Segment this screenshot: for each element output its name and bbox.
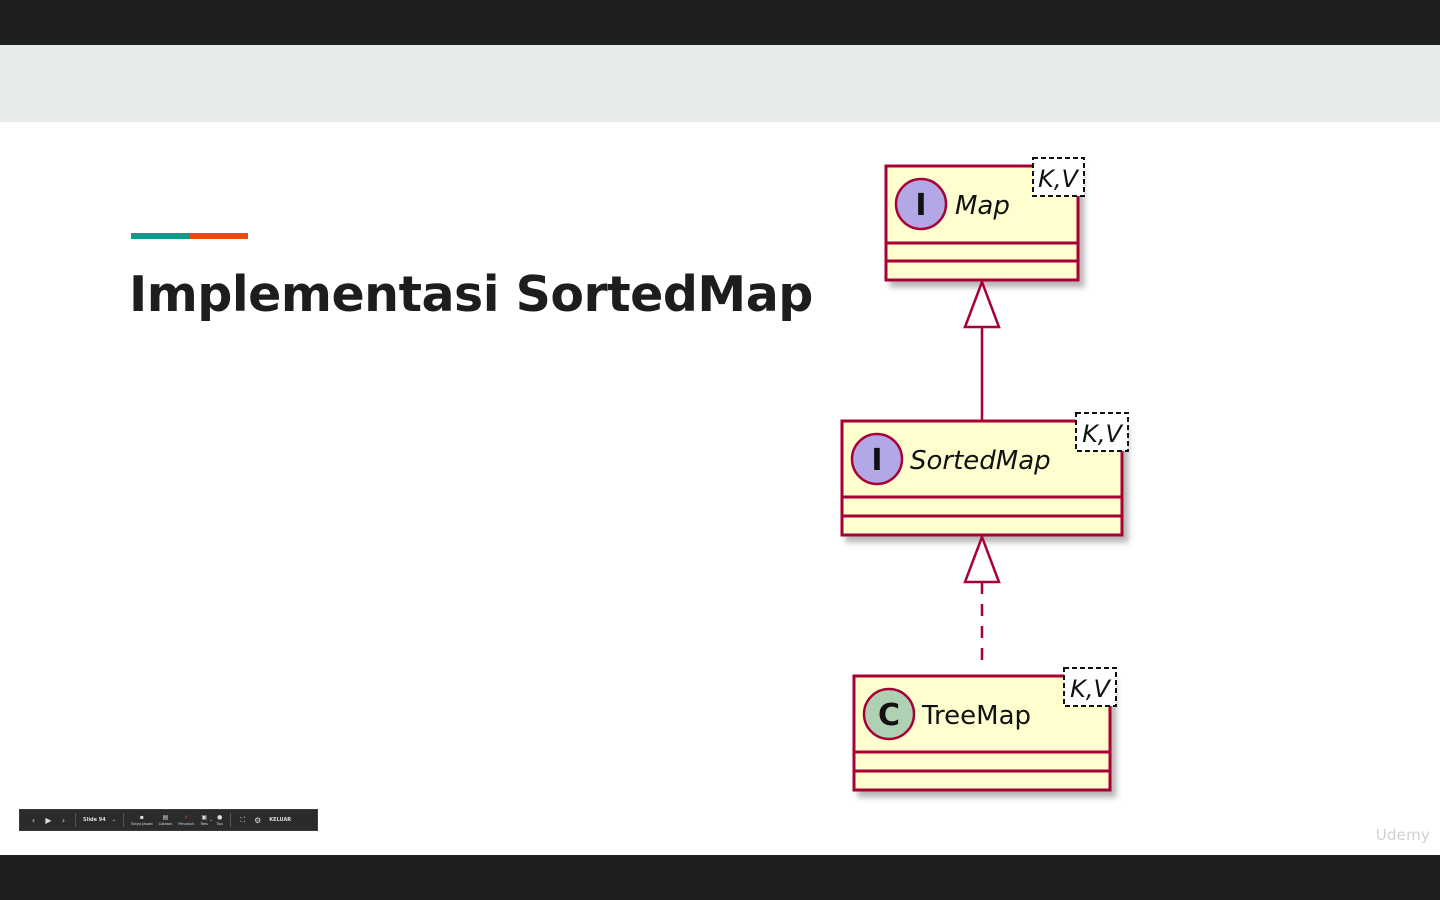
uml-extends-arrow [963,278,1001,421]
map-class-name: Map [955,191,1010,221]
info-icon: ● [217,813,223,821]
play-icon[interactable]: ▶ [45,815,52,825]
laser-pointer-icon: ⚡ [184,813,189,821]
captions-icon: ▣ [201,813,208,821]
uml-class-treemap: C TreeMap K,V [852,667,1117,792]
treemap-generic-params: K,V [1070,675,1111,703]
fullscreen-icon[interactable]: ⛶ [240,815,246,824]
chevron-down-icon: ⌄ [111,817,116,823]
uml-class-map: I Map K,V [884,157,1085,282]
interface-stereotype-icon [894,177,948,231]
slide-title: Implementasi SortedMap [129,266,813,323]
chat-icon: ▪ [139,813,144,821]
slide-body [0,122,1440,855]
divider [122,813,124,827]
slide-selector[interactable]: Slide 94 ⌄ [80,817,119,823]
divider [230,813,232,827]
map-stereotype-letter: I [915,188,926,223]
slide-number-label: Slide 94 [83,817,106,823]
exit-button[interactable]: KELUAR [269,817,292,823]
tips-label: Tips [216,821,224,826]
chevron-left-icon[interactable]: ‹ [31,815,36,825]
interface-stereotype-icon [850,432,904,486]
treemap-stereotype-letter: C [878,698,900,733]
qa-button[interactable]: ▪ Tanya Jawab [128,811,156,829]
map-generic-params: K,V [1038,165,1079,193]
treemap-class-name: TreeMap [921,701,1031,731]
notes-button[interactable]: ▤ Catatan [156,811,176,829]
sortedmap-stereotype-letter: I [871,443,882,478]
qa-label: Tanya Jawab [130,821,153,826]
sortedmap-generic-params: K,V [1082,420,1123,448]
udemy-watermark: Udemy [1375,826,1430,844]
slide-header-band [0,45,1440,122]
uml-class-sortedmap: I SortedMap K,V [840,412,1129,537]
notes-icon: ▤ [162,813,169,821]
captions-dropdown-icon[interactable]: ⌄ [208,816,214,823]
notes-label: Catatan [158,821,173,826]
pointer-label: Penunjuk [178,821,195,826]
divider [75,813,76,827]
pointer-button[interactable]: ⚡ Penunjuk [175,811,197,829]
captions-button[interactable]: ▣ Teks [197,811,211,829]
bottom-letterbox [0,855,1440,900]
top-letterbox [0,0,1440,45]
presentation-control-bar: ‹ ▶ › Slide 94 ⌄ ▪ Tanya Jawab ▤ Catatan… [19,809,318,831]
chevron-right-icon[interactable]: › [61,815,66,825]
class-stereotype-icon [862,687,916,741]
captions-label: Teks [200,821,208,826]
title-accent-teal [131,233,190,239]
title-accent-orange [190,233,248,239]
uml-implements-arrow [963,533,1001,668]
sortedmap-class-name: SortedMap [910,446,1051,476]
tips-button[interactable]: ● Tips [213,811,226,829]
gear-icon[interactable]: ⚙ [254,815,262,825]
